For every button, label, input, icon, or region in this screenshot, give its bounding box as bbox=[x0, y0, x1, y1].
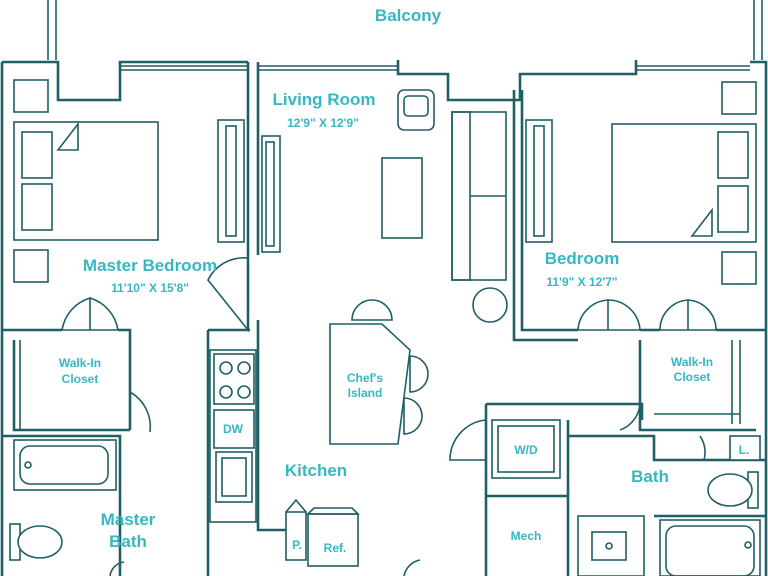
tub-left bbox=[13, 439, 117, 491]
master-bath-line1: Master bbox=[101, 510, 156, 529]
pantry-box bbox=[285, 511, 307, 561]
master-bedroom-furniture bbox=[13, 79, 245, 283]
stool-right-2 bbox=[403, 397, 423, 435]
dresser-left bbox=[217, 119, 245, 243]
interior-walls bbox=[2, 90, 766, 576]
refrigerator-box bbox=[307, 513, 359, 567]
living-room-furniture bbox=[261, 89, 508, 323]
master-bedroom-label: Master Bedroom bbox=[83, 256, 217, 275]
living-room-label: Living Room bbox=[273, 90, 376, 109]
closet-shelves bbox=[13, 340, 741, 430]
mech-label: Mech bbox=[511, 529, 542, 543]
linen-label: L. bbox=[739, 443, 750, 457]
doors bbox=[61, 256, 717, 576]
refrigerator-label: Ref. bbox=[324, 541, 347, 555]
walkin-left-line2: Closet bbox=[62, 372, 99, 386]
bedroom-label: Bedroom bbox=[545, 249, 620, 268]
armchair bbox=[397, 89, 435, 131]
island-group bbox=[329, 299, 429, 445]
room-labels: Balcony Living Room 12'9" X 12'9" Master… bbox=[59, 6, 713, 551]
dishwasher-box bbox=[213, 409, 255, 449]
walkin-right-line1: Walk-In bbox=[671, 355, 713, 369]
nightstand-top-left bbox=[13, 79, 49, 113]
vanity bbox=[577, 515, 645, 576]
stool-top bbox=[351, 299, 393, 321]
living-room-dims: 12'9" X 12'9" bbox=[287, 116, 359, 130]
master-bath-line2: Bath bbox=[109, 532, 147, 551]
chefs-island bbox=[329, 323, 411, 445]
balcony-outline bbox=[47, 0, 763, 60]
nightstand-bottom-left bbox=[13, 249, 49, 283]
walkin-right-line2: Closet bbox=[674, 370, 711, 384]
kitchen-label: Kitchen bbox=[285, 461, 347, 480]
fixture-labels: DW W/D P. Ref. L. bbox=[223, 422, 749, 555]
tv-console bbox=[261, 135, 281, 253]
toilet-bowl-left bbox=[17, 525, 63, 559]
coffee-table bbox=[381, 157, 423, 239]
dishwasher-label: DW bbox=[223, 422, 244, 436]
bath-fixtures bbox=[491, 419, 761, 576]
kitchen-fixtures bbox=[209, 349, 360, 567]
master-bath-fixtures bbox=[9, 439, 117, 561]
exterior-walls bbox=[0, 60, 768, 576]
nightstand-top-right bbox=[721, 81, 757, 115]
stool-right-1 bbox=[409, 355, 429, 393]
pantry-label: P. bbox=[292, 538, 302, 552]
bath-label: Bath bbox=[631, 467, 669, 486]
chefs-island-line1: Chef's bbox=[347, 371, 384, 385]
chefs-island-line2: Island bbox=[348, 386, 383, 400]
dresser-right bbox=[525, 119, 553, 243]
washer-dryer-box bbox=[497, 425, 555, 473]
nightstand-bottom-right bbox=[721, 251, 757, 285]
walkin-left-line1: Walk-In bbox=[59, 356, 101, 370]
side-table bbox=[472, 287, 508, 323]
bedroom-dims: 11'9" X 12'7" bbox=[546, 275, 617, 289]
balcony-label: Balcony bbox=[375, 6, 442, 25]
tub-right bbox=[659, 519, 761, 576]
pillow-4 bbox=[717, 185, 749, 233]
bedroom-furniture bbox=[525, 81, 757, 285]
pillow-3 bbox=[717, 131, 749, 179]
toilet-bowl-right bbox=[707, 473, 753, 507]
linen-closet bbox=[729, 435, 761, 461]
master-bedroom-dims: 11'10" X 15'8" bbox=[111, 281, 189, 295]
washer-dryer-label: W/D bbox=[514, 443, 538, 457]
pillow-2 bbox=[21, 183, 53, 231]
pillow-1 bbox=[21, 131, 53, 179]
